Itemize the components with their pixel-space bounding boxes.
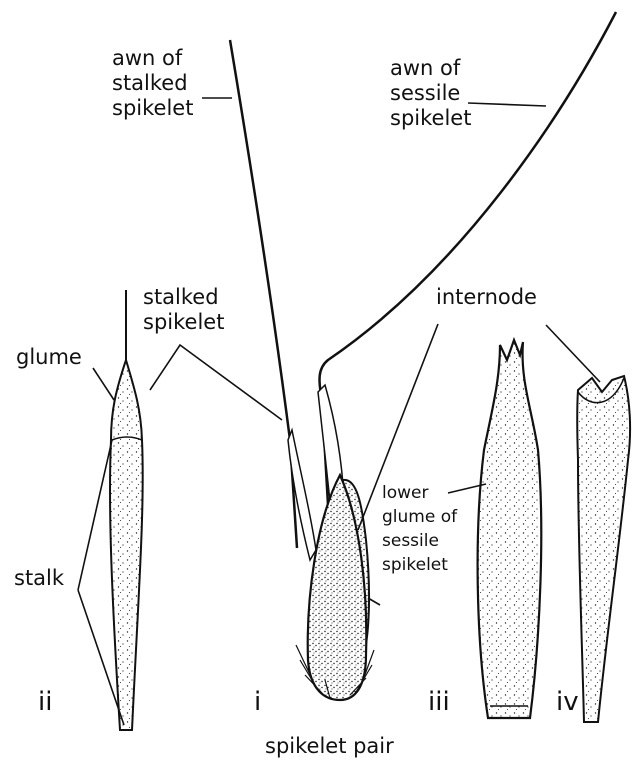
panel-iv-drawing [577, 376, 630, 722]
label-stalk: stalk [14, 566, 64, 591]
panel-label-iv: iv [556, 690, 579, 715]
leader-stalk-upper [78, 440, 112, 590]
label-stalked-spikelet: stalked spikelet [143, 285, 224, 335]
panel-label-i: i [254, 690, 261, 715]
lower-glume-body [478, 340, 542, 718]
leader-awn-sessile [468, 103, 546, 106]
panel-label-ii: ii [38, 690, 52, 715]
label-internode: internode [436, 285, 537, 310]
stalked-spikelet-body [110, 360, 143, 730]
awn-of-stalked-spikelet [230, 40, 297, 548]
label-glume: glume [16, 345, 82, 370]
leader-glume [93, 368, 114, 400]
internode-body [577, 376, 630, 722]
panel-iii-drawing [478, 340, 542, 718]
label-awn-of-sessile-spikelet: awn of sessile spikelet [390, 56, 471, 131]
leader-internode-iv [546, 325, 600, 382]
label-awn-of-stalked-spikelet: awn of stalked spikelet [112, 46, 193, 121]
label-lower-glume-of-sessile-spikelet: lower glume of sessile spikelet [382, 481, 457, 577]
leader-stalked-spikelet [150, 345, 282, 420]
panel-label-iii: iii [428, 690, 450, 715]
label-spikelet-pair: spikelet pair [265, 734, 394, 759]
panel-ii-drawing [110, 290, 143, 730]
